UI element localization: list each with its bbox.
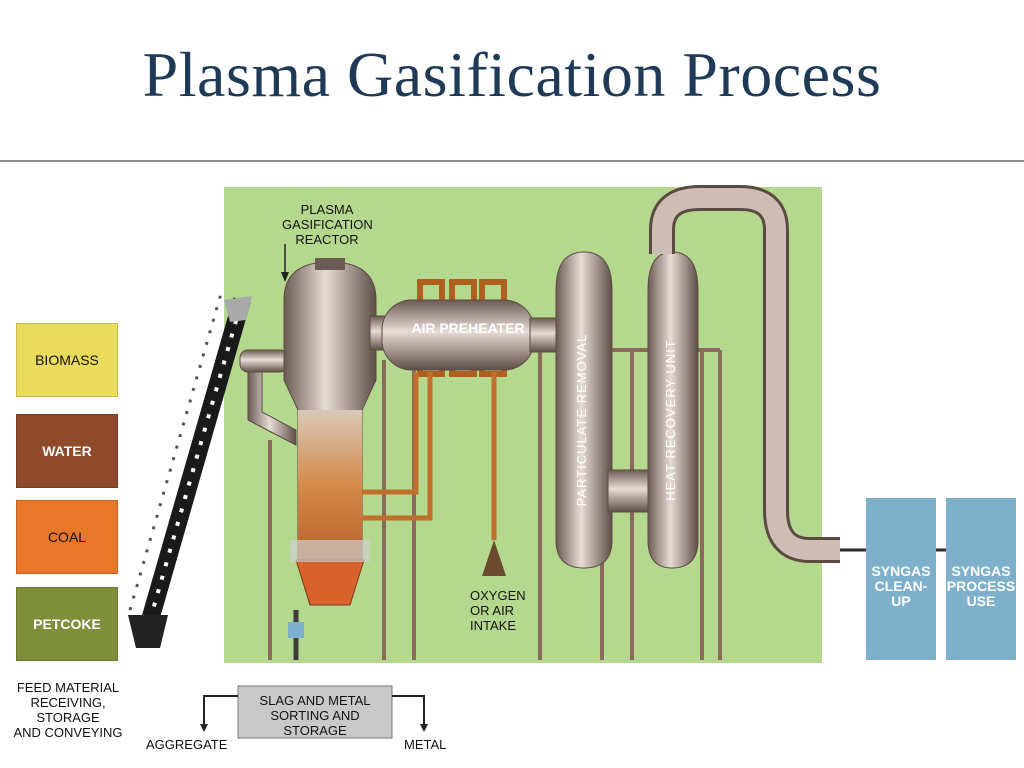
air-intake-pipes — [362, 372, 497, 540]
feed-conveyor — [128, 289, 252, 648]
particulate-removal-label: PARTICULATE REMOVAL — [574, 333, 589, 507]
slag-storage-label: SLAG AND METAL SORTING AND STORAGE — [259, 693, 371, 738]
gasification-reactor — [283, 258, 377, 660]
feed-water-box: WATER — [16, 414, 118, 488]
overhead-duct — [649, 185, 840, 563]
slag-storage-box — [237, 685, 393, 739]
feed-material-caption: FEED MATERIAL RECEIVING, STORAGE AND CON… — [13, 680, 123, 740]
feed-coal-box: COAL — [16, 500, 118, 574]
oxygen-intake-label: OXYGEN OR AIR INTAKE — [470, 588, 526, 633]
feed-biomass-box: BIOMASS — [16, 323, 118, 397]
heat-recovery-vessel — [647, 251, 699, 569]
oxygen-intake-funnel — [482, 540, 506, 576]
particulate-removal-vessel — [555, 251, 613, 569]
metal-label: METAL — [404, 737, 447, 752]
title-divider — [0, 160, 1024, 162]
slag-arrows — [203, 695, 425, 726]
slide-title: Plasma Gasification Process — [142, 39, 882, 110]
air-preheater-label: AIR PREHEATER — [411, 320, 525, 336]
syngas-process-box: SYNGAS PROCESS USE — [946, 498, 1016, 660]
reactor-label: PLASMA GASIFICATION REACTOR — [282, 202, 373, 247]
aggregate-label: AGGREGATE — [146, 737, 228, 752]
syngas-cleanup-box: SYNGAS CLEAN- UP — [866, 498, 936, 660]
heat-recovery-label: HEAT RECOVERY UNIT — [663, 339, 678, 501]
feed-petcoke-box: PETCOKE — [16, 587, 118, 661]
